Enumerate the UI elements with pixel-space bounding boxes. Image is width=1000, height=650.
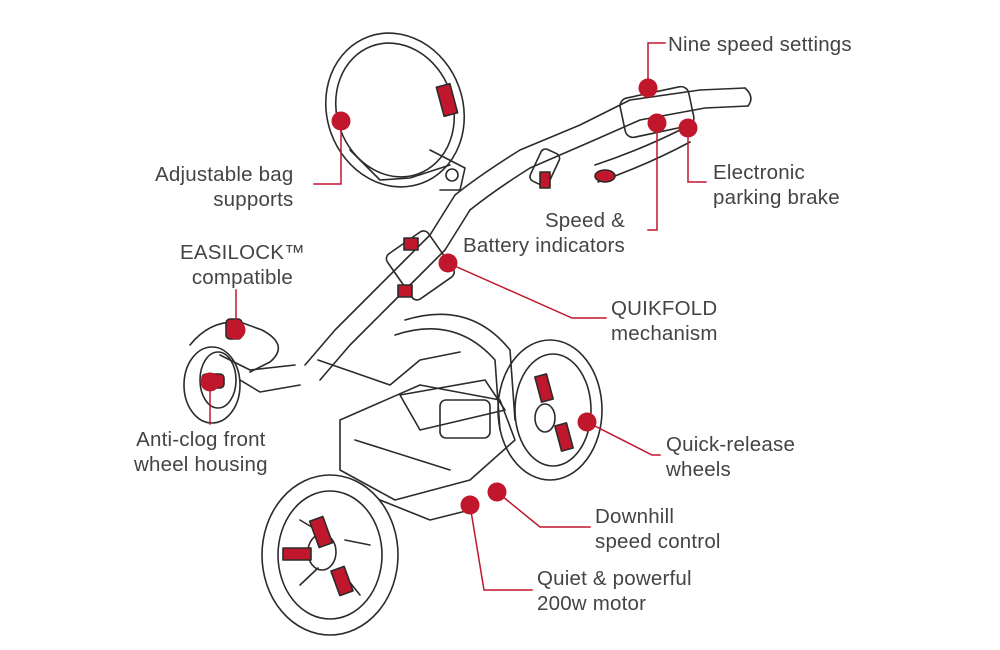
quikfold-label: QUIKFOLD mechanism [611,297,718,345]
nine-speed-marker-dot [638,78,658,98]
nine-speed-label: Nine speed settings [668,33,852,56]
easilock-marker-dot [226,320,246,340]
downhill-marker-dot [487,482,507,502]
speed-battery-leader-line [647,122,658,231]
top-bag-support [324,32,466,191]
easilock-label: EASILOCK™ compatible [180,241,305,289]
anti-clog-marker-dot [200,372,220,392]
rear-left-wheel [261,474,399,636]
electronic-brake-leader-line [687,127,707,183]
rear-right-wheel [497,339,603,481]
quick-release-marker-dot [577,412,597,432]
nine-speed-leader-line [647,42,666,89]
chassis-body [339,379,516,521]
quick-release-leader-line [585,420,661,456]
handle-assembly [454,85,752,211]
motor-marker-dot [460,495,480,515]
electronic-brake-marker-dot [678,118,698,138]
motor-leader-line [469,504,533,591]
speed-battery-marker-dot [647,113,667,133]
quikfold-marker-dot [438,253,458,273]
bag-supports-label: Adjustable bag supports [155,163,294,211]
downhill-label: Downhill speed control [595,505,721,553]
quikfold-leader-line [447,262,607,319]
bag-supports-leader-line [313,120,342,185]
quick-release-label: Quick-release wheels [666,433,796,481]
motor-label: Quiet & powerful 200w motor [537,567,692,615]
anti-clog-label: Anti-clog front wheel housing [134,428,268,476]
speed-battery-label: Speed & Battery indicators [463,209,625,257]
downhill-leader-line [495,490,591,528]
electronic-brake-label: Electronic parking brake [713,161,840,209]
bag-supports-marker-dot [331,111,351,131]
